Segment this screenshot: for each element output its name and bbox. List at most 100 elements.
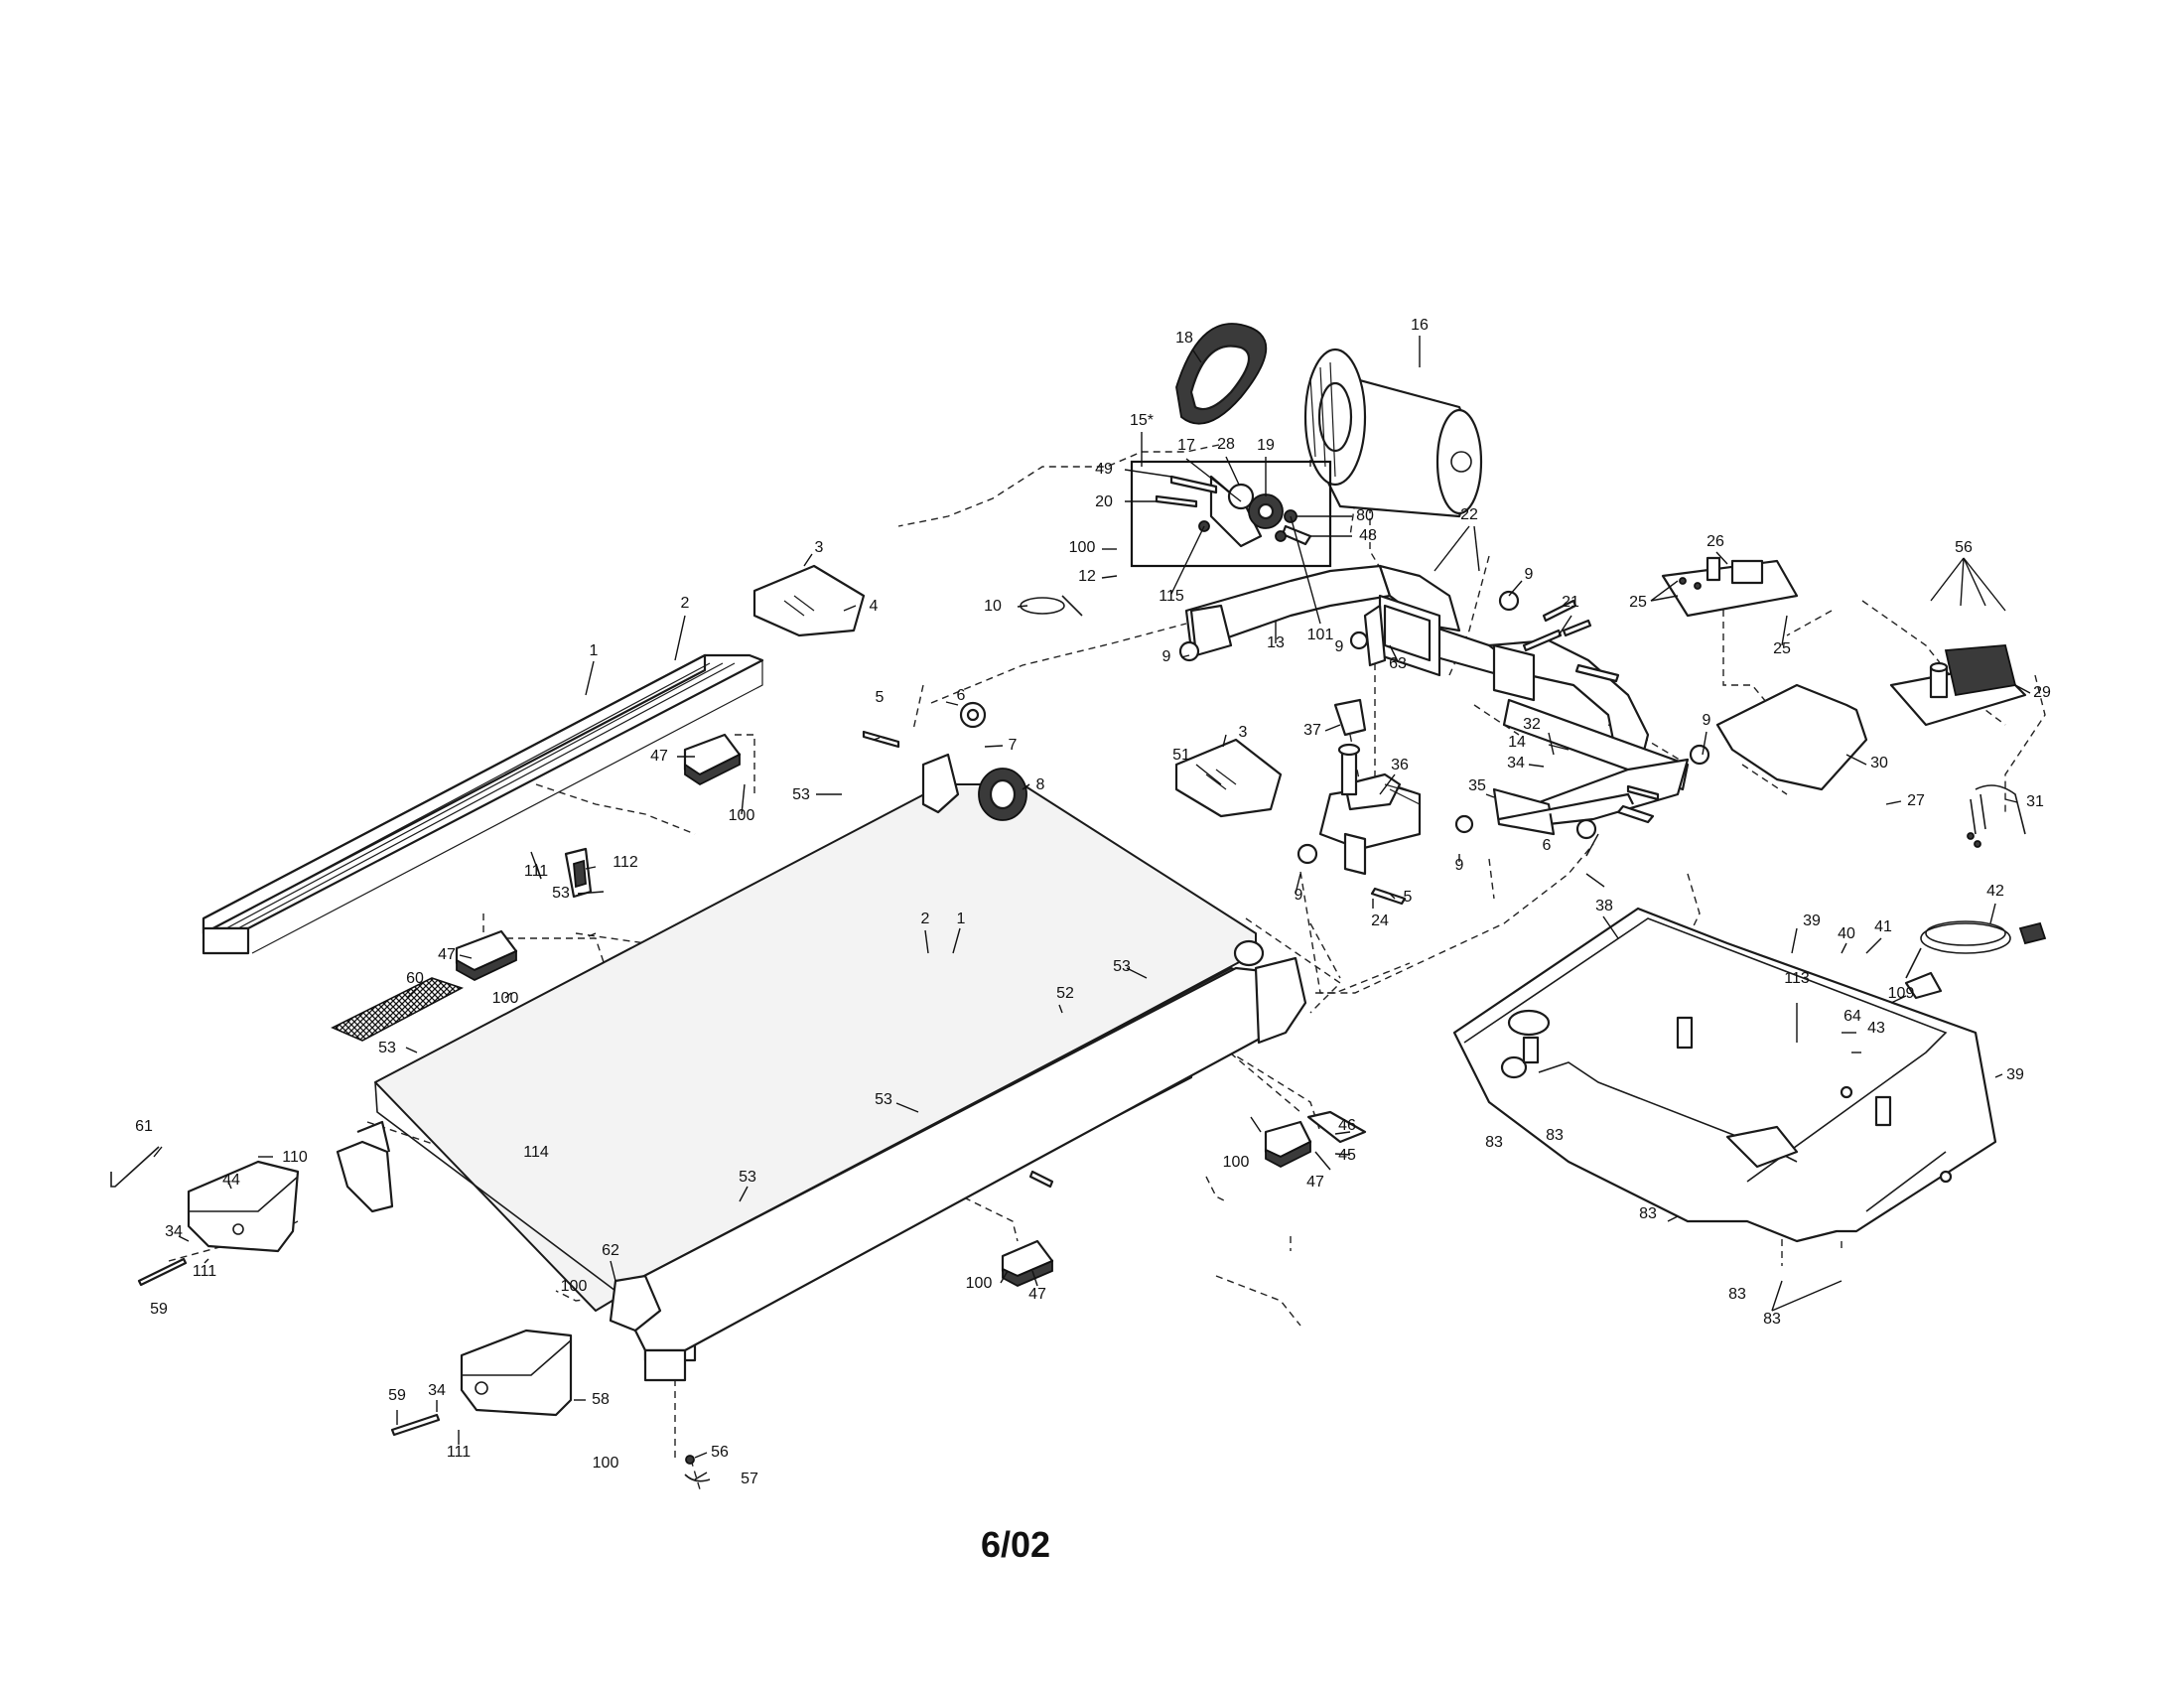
callout-number: 14	[1508, 734, 1526, 751]
callout-number: 36	[1391, 757, 1409, 773]
callout-number: 46	[1338, 1117, 1356, 1134]
callout-number: 59	[388, 1387, 406, 1404]
callout-number: 100	[729, 807, 755, 824]
callout-number: 34	[1507, 755, 1525, 772]
callout-number: 47	[1306, 1174, 1324, 1191]
callout-number: 19	[1257, 437, 1275, 454]
incline-motor-36	[1318, 743, 1422, 876]
callout-number: 34	[165, 1223, 183, 1240]
callout-number: 53	[875, 1091, 892, 1108]
callout-number: 12	[1078, 568, 1096, 585]
callout-number: 32	[1523, 716, 1541, 733]
callout-number: 39	[2006, 1066, 2024, 1083]
callout-number: 57	[741, 1471, 758, 1487]
bracket-37	[1333, 698, 1367, 737]
callout-number: 27	[1907, 792, 1925, 809]
callout-number: 25	[1629, 594, 1647, 611]
callout-number: 9	[1335, 638, 1344, 655]
rear-end-bracket-62	[609, 1274, 662, 1333]
callout-number: 10	[984, 598, 1002, 615]
frame-upright-13	[1184, 564, 1690, 836]
callout-number: 111	[447, 1444, 471, 1461]
callout-number: 13	[1267, 634, 1285, 651]
callout-number: 26	[1706, 533, 1724, 550]
callout-number: 9	[1455, 857, 1464, 874]
callout-number: 59	[150, 1301, 168, 1318]
callout-number: 42	[1986, 883, 2004, 900]
motor-16	[1303, 348, 1483, 518]
callout-number: 100	[966, 1275, 993, 1292]
callout-number: 60	[406, 970, 424, 987]
callout-number: 47	[1028, 1286, 1046, 1303]
callout-number: 80	[1356, 507, 1374, 524]
callout-number: 9	[1703, 712, 1711, 729]
callout-number: 62	[602, 1242, 619, 1259]
callout-number: 53	[792, 786, 810, 803]
callout-number: 28	[1217, 436, 1235, 453]
callout-number: 40	[1838, 925, 1855, 942]
callout-number: 29	[2033, 684, 2051, 701]
mounting-plate-30	[1715, 683, 1868, 791]
callout-number: 39	[1803, 912, 1821, 929]
rear-bracket-110	[336, 1120, 394, 1213]
callout-number: 56	[711, 1444, 729, 1461]
idler-assembly-box	[1130, 460, 1332, 568]
foot-47-a	[683, 733, 742, 786]
callout-number: 47	[650, 748, 668, 765]
callout-number: 17	[1177, 437, 1195, 454]
callout-number: 1	[957, 911, 966, 927]
callout-number: 43	[1867, 1020, 1885, 1037]
cover-51	[1174, 738, 1283, 818]
callout-number: 110	[282, 1149, 308, 1166]
foot-47-d	[1001, 1239, 1054, 1287]
callout-number: 64	[1843, 1008, 1861, 1025]
callout-number: 41	[1874, 918, 1892, 935]
callout-number: 53	[378, 1040, 396, 1056]
callout-number: 4	[870, 598, 879, 615]
callout-number: 56	[1955, 539, 1973, 556]
callout-number: 53	[1113, 958, 1131, 975]
fasteners	[137, 590, 1710, 1482]
front-roller-8	[978, 768, 1027, 821]
callout-number: 8	[1036, 776, 1045, 793]
callout-number: 31	[2026, 793, 2044, 810]
callout-number: 47	[438, 946, 456, 963]
bracket-46	[1306, 1110, 1367, 1144]
callout-number: 16	[1411, 317, 1429, 334]
callout-number: 37	[1303, 722, 1321, 739]
callout-number: 48	[1359, 527, 1377, 544]
callout-number: 6	[957, 687, 966, 704]
callout-number: 9	[1295, 887, 1303, 904]
callout-number: 100	[1069, 539, 1096, 556]
callout-number: 83	[1763, 1311, 1781, 1328]
footer-date: 6/02	[981, 1524, 1050, 1565]
callout-number: 1	[590, 642, 599, 659]
callout-number: 109	[1888, 985, 1915, 1002]
callout-number: 22	[1460, 506, 1478, 523]
callout-number: 30	[1870, 755, 1888, 772]
callout-number: 35	[1468, 777, 1486, 794]
callout-number: 7	[1009, 737, 1018, 754]
drive-belt-18	[1175, 323, 1268, 425]
side-rail-left	[202, 653, 764, 955]
callout-number: 101	[1307, 627, 1334, 643]
callout-number: 100	[561, 1278, 588, 1295]
callout-number: 9	[1525, 566, 1534, 583]
callout-number: 24	[1371, 912, 1389, 929]
callout-number: 18	[1175, 330, 1193, 347]
cover-4	[752, 564, 866, 637]
callout-number: 53	[739, 1169, 756, 1186]
callout-number: 44	[222, 1172, 240, 1189]
callout-number: 52	[1056, 985, 1074, 1002]
callout-number: 2	[921, 911, 930, 927]
leader-lines	[153, 336, 2031, 1480]
clip-112	[564, 847, 593, 899]
callout-number: 3	[1239, 724, 1248, 741]
wire-10	[1020, 595, 1083, 617]
callout-number: 83	[1546, 1127, 1564, 1144]
callout-number: 83	[1728, 1286, 1746, 1303]
grip-pad-60	[331, 977, 465, 1042]
foot-47-b	[455, 929, 518, 982]
